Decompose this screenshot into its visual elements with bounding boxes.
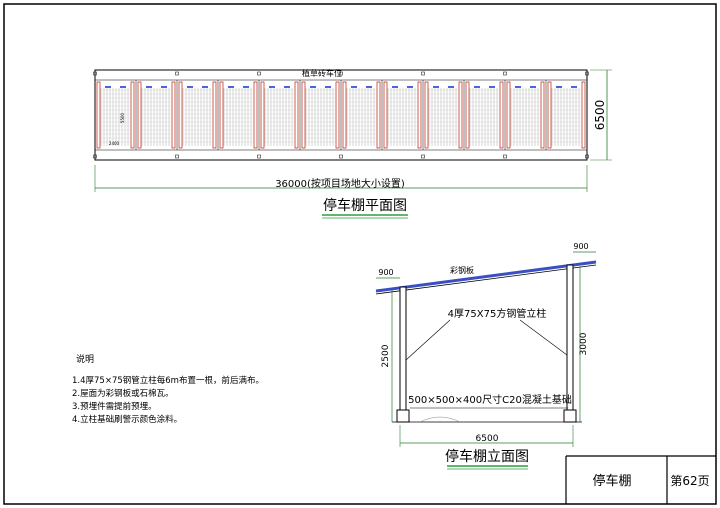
bay-column-strip [581,81,586,149]
bay-column-strip [547,81,552,149]
column-left [399,286,407,411]
title-block-name: 停车棚 [592,473,631,489]
post-marker [175,154,179,159]
note-item-2: 2.屋面为彩钢板或石棉瓦。 [72,388,174,399]
bay-column-strip [130,81,135,149]
elevation-view: 彩钢板 4厚75X75方钢管立柱 500×500×400尺寸C20混凝土基础 9… [375,242,597,470]
post-marker [503,71,507,76]
post-marker [503,154,507,159]
bay-column-strip [137,81,142,149]
overhang-left: 900 [378,268,393,277]
bay-column-strip [301,81,306,149]
bay-column-strip [540,81,545,149]
column-label: 4厚75X75方钢管立柱 [448,307,547,320]
elevation-title: 停车棚立面图 [445,448,529,465]
plan-view: 植草砖车位 5500 2400 36000(按项目场地大小设置) 6500 停车… [93,68,612,219]
bay-column-strip [260,81,265,149]
column-leader-left [405,319,451,361]
sheet-border [3,3,717,505]
roof-label: 彩钢板 [450,265,474,275]
post-marker [585,154,589,159]
post-marker [421,71,425,76]
bay-column-strip [424,81,429,149]
plan-top-label: 植草砖车位 [302,68,342,78]
bay-column-strip [417,81,422,149]
post-marker [175,71,179,76]
bay-column-strip [171,81,176,149]
height-right: 3000 [579,332,589,355]
column-right [566,264,574,411]
post-marker [421,154,425,159]
post-marker [93,154,97,159]
column-leader-right [519,319,568,356]
bay-column-strip [96,81,101,149]
post-marker [585,71,589,76]
title-block-page: 第62页 [670,474,709,488]
post-marker [257,154,261,159]
plan-depth-dimension: 6500 [593,100,607,131]
bay-column-strip [458,81,463,149]
bay-column-strip [342,81,347,149]
notes-block: 说明 1.4厚75×75钢管立柱每6m布置一根，前后满布。 2.屋面为彩钢板或石… [72,353,264,425]
overhang-right: 900 [573,242,588,251]
bay-column-strip [506,81,511,149]
note-item-4: 4.立柱基础刷警示颜色涂料。 [72,414,182,425]
post-marker [93,71,97,76]
span-dimension: 6500 [476,434,499,444]
bay-column-strip [294,81,299,149]
post-marker [339,71,343,76]
plan-bays [93,71,589,159]
post-marker [257,71,261,76]
bay-column-strip [219,81,224,149]
plan-small-dim-h: 2400 [109,141,120,146]
notes-heading: 说明 [76,353,94,365]
bay-column-strip [212,81,217,149]
roof-underside [375,264,597,295]
height-left: 2500 [381,344,391,367]
title-block: 停车棚 第62页 [565,455,716,504]
ground-arc [419,416,461,423]
foundation-right [563,409,577,423]
bay-column-strip [253,81,258,149]
post-marker [339,154,343,159]
plan-width-dimension: 36000(按项目场地大小设置) [275,177,405,190]
bay-column-strip [383,81,388,149]
foundation-left [396,409,410,423]
note-item-3: 3.预埋件需提前预埋。 [72,401,157,412]
bay-column-strip [499,81,504,149]
bay-column-strip [335,81,340,149]
plan-small-dim-v: 5500 [120,112,125,123]
plan-title: 停车棚平面图 [323,197,407,214]
bay-column-strip [376,81,381,149]
roof-panel [375,260,597,293]
bay-column-strip [178,81,183,149]
note-item-1: 1.4厚75×75钢管立柱每6m布置一根，前后满布。 [72,375,264,386]
foundation-label: 500×500×400尺寸C20混凝土基础 [408,393,572,406]
bay-column-strip [465,81,470,149]
